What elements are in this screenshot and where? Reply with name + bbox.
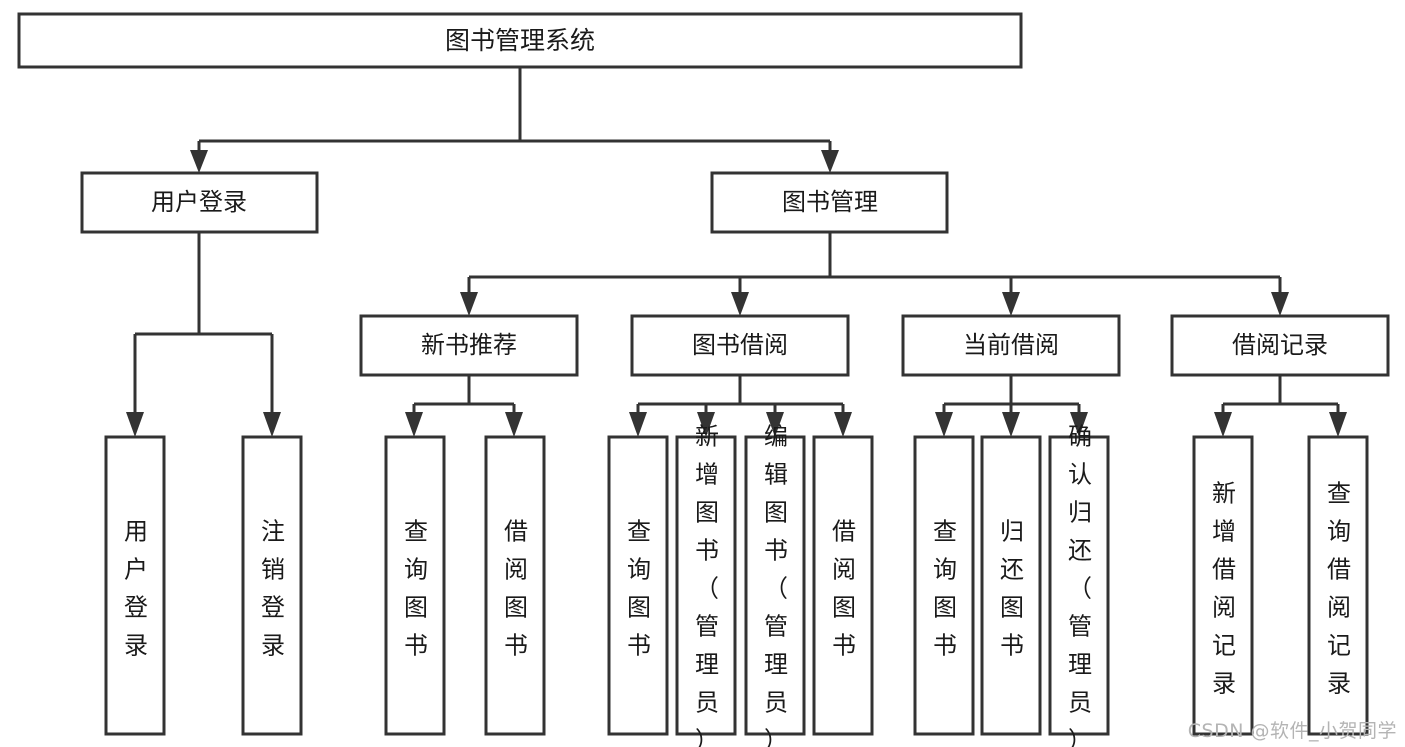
node-leaf-borrow-book-2-label: 借阅图书: [832, 518, 856, 660]
node-leaf-edit-book[interactable]: 编辑图书（管理员）: [744, 423, 806, 747]
node-leaf-borrow-book-1[interactable]: 借阅图书: [484, 435, 546, 736]
node-leaf-borrow-book-1-box[interactable]: [484, 435, 546, 736]
arrow-head-leaf-query-book-3: [935, 412, 953, 437]
node-leaf-user-login-box[interactable]: [104, 435, 166, 736]
arrow-head-leaf-borrow-book-2: [834, 412, 852, 437]
node-leaf-query-record[interactable]: 查询借阅记录: [1307, 435, 1369, 736]
node-leaf-query-book-3-box[interactable]: [913, 435, 975, 736]
arrow-head-leaf-return-book: [1002, 412, 1020, 437]
node-borrow-record-box[interactable]: [1170, 314, 1390, 377]
arrow-head-book-manage: [821, 150, 839, 173]
node-leaf-confirm-return-box[interactable]: [1048, 435, 1110, 736]
node-leaf-confirm-return[interactable]: 确认归还（管理员）: [1048, 423, 1110, 747]
node-leaf-borrow-book-1-label: 借阅图书: [504, 518, 528, 660]
node-leaf-query-book-2-label: 查询图书: [627, 518, 651, 660]
node-leaf-return-book-box[interactable]: [980, 435, 1042, 736]
leaf-layer: 用户登录 注销登录 查询图书 借阅图书 查询图书 新增图书（管理员） 编辑图书（…: [104, 423, 1369, 747]
node-root-box[interactable]: [17, 12, 1023, 69]
node-leaf-borrow-book-2[interactable]: 借阅图书: [812, 435, 874, 736]
node-new-book-recommend-label: 新书推荐: [421, 331, 517, 359]
arrow-head-new-book-recommend: [460, 292, 478, 316]
node-book-borrow-box[interactable]: [630, 314, 850, 377]
node-borrow-record-label: 借阅记录: [1232, 331, 1328, 359]
node-book-manage-box[interactable]: [710, 171, 949, 234]
arrow-head-borrow-record: [1271, 292, 1289, 316]
node-leaf-query-book-3[interactable]: 查询图书: [913, 435, 975, 736]
arrow-head-leaf-borrow-book-1: [505, 412, 523, 437]
node-leaf-query-book-1[interactable]: 查询图书: [384, 435, 446, 736]
node-leaf-add-book-box[interactable]: [675, 435, 737, 736]
node-leaf-query-book-2[interactable]: 查询图书: [607, 435, 669, 736]
node-leaf-edit-book-box[interactable]: [744, 435, 806, 736]
node-leaf-query-book-3-label: 查询图书: [933, 518, 957, 660]
node-leaf-query-book-2-box[interactable]: [607, 435, 669, 736]
node-leaf-query-record-label: 查询借阅记录: [1327, 480, 1351, 698]
node-user-login-box[interactable]: [80, 171, 319, 234]
node-leaf-add-record[interactable]: 新增借阅记录: [1192, 435, 1254, 736]
node-borrow-record[interactable]: 借阅记录: [1170, 314, 1390, 377]
arrow-head-leaf-query-record: [1329, 412, 1347, 437]
arrow-head-leaf-confirm-return: [1070, 412, 1088, 437]
node-leaf-return-book[interactable]: 归还图书: [980, 435, 1042, 736]
node-leaf-add-book[interactable]: 新增图书（管理员）: [675, 423, 737, 747]
arrow-head-leaf-logout-login: [263, 412, 281, 437]
node-leaf-query-book-1-label: 查询图书: [404, 518, 428, 660]
node-new-book-recommend-box[interactable]: [359, 314, 579, 377]
node-book-manage-label: 图书管理: [782, 188, 878, 216]
connector-layer: [126, 67, 1347, 437]
arrow-head-leaf-user-login: [126, 412, 144, 437]
arrow-head-current-borrow: [1002, 292, 1020, 316]
node-leaf-add-record-box[interactable]: [1192, 435, 1254, 736]
node-leaf-confirm-return-label: 确认归还（管理员）: [1068, 423, 1092, 747]
node-leaf-logout-login-label: 注销登录: [261, 518, 285, 660]
node-user-login-label: 用户登录: [151, 188, 247, 216]
node-leaf-query-book-1-box[interactable]: [384, 435, 446, 736]
node-user-login[interactable]: 用户登录: [80, 171, 319, 234]
node-root[interactable]: 图书管理系统: [17, 12, 1023, 69]
node-leaf-add-book-label: 新增图书（管理员）: [695, 423, 719, 747]
node-leaf-query-record-box[interactable]: [1307, 435, 1369, 736]
node-book-borrow[interactable]: 图书借阅: [630, 314, 850, 377]
node-leaf-add-record-label: 新增借阅记录: [1212, 480, 1236, 698]
node-current-borrow-box[interactable]: [901, 314, 1121, 377]
node-leaf-logout-login-box[interactable]: [241, 435, 303, 736]
arrow-head-leaf-query-book-1: [405, 412, 423, 437]
arrow-head-user-login: [190, 150, 208, 173]
arrow-head-leaf-edit-book: [766, 412, 784, 437]
node-leaf-borrow-book-2-box[interactable]: [812, 435, 874, 736]
node-leaf-return-book-label: 归还图书: [1000, 518, 1024, 660]
node-leaf-user-login[interactable]: 用户登录: [104, 435, 166, 736]
node-book-manage[interactable]: 图书管理: [710, 171, 949, 234]
node-current-borrow-label: 当前借阅: [963, 331, 1059, 359]
node-leaf-user-login-label: 用户登录: [124, 518, 148, 660]
arrow-head-leaf-query-book-2: [629, 412, 647, 437]
node-leaf-logout-login[interactable]: 注销登录: [241, 435, 303, 736]
node-root-label: 图书管理系统: [445, 26, 595, 55]
node-leaf-edit-book-label: 编辑图书（管理员）: [764, 423, 788, 747]
arrow-head-leaf-add-record: [1214, 412, 1232, 437]
node-new-book-recommend[interactable]: 新书推荐: [359, 314, 579, 377]
node-book-borrow-label: 图书借阅: [692, 331, 788, 359]
node-current-borrow[interactable]: 当前借阅: [901, 314, 1121, 377]
arrow-head-book-borrow: [731, 292, 749, 316]
arrow-head-leaf-add-book: [697, 412, 715, 437]
csdn-watermark: CSDN @软件_小贺同学: [1187, 720, 1397, 742]
